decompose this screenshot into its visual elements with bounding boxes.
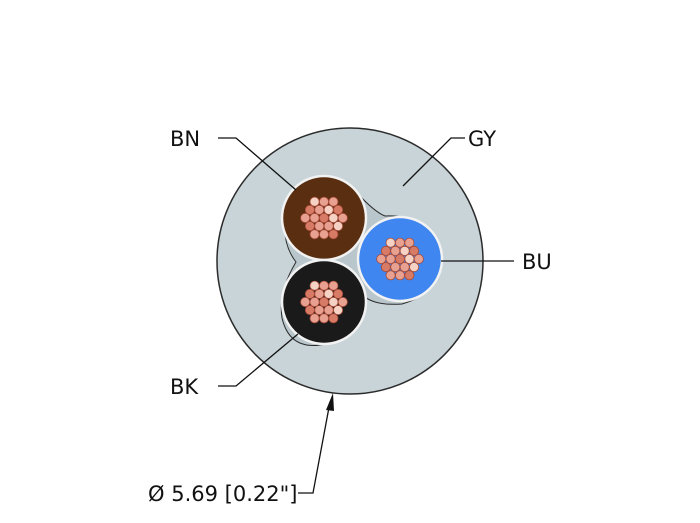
conductor-strand bbox=[333, 204, 344, 215]
conductor-strand bbox=[380, 262, 391, 273]
conductor-strand bbox=[333, 288, 344, 299]
conductor-strand bbox=[409, 262, 420, 273]
conductor-strand bbox=[304, 221, 315, 232]
conductor-strand bbox=[337, 296, 348, 307]
conductor-strand bbox=[323, 204, 334, 215]
label-diameter: Ø 5.69 [0.22"] bbox=[148, 482, 297, 506]
conductor-strand bbox=[328, 229, 339, 240]
conductor-strand bbox=[328, 196, 339, 207]
conductor-strand bbox=[380, 245, 391, 256]
conductor-strand bbox=[314, 221, 325, 232]
conductor-strand bbox=[385, 253, 396, 264]
label-bu: BU bbox=[522, 250, 552, 274]
conductor-strand bbox=[328, 280, 339, 291]
conductor-strand bbox=[385, 270, 396, 281]
label-bk: BK bbox=[170, 375, 199, 399]
conductor-strand bbox=[309, 296, 320, 307]
conductor-strand bbox=[318, 229, 329, 240]
conductor-strand bbox=[404, 237, 415, 248]
conductor-strand bbox=[309, 212, 320, 223]
core-blue-strands bbox=[376, 237, 424, 281]
leader-line-diameter bbox=[298, 401, 331, 494]
conductor-strand bbox=[304, 204, 315, 215]
conductor-strand bbox=[394, 270, 405, 281]
label-bn: BN bbox=[170, 127, 200, 151]
conductor-strand bbox=[399, 245, 410, 256]
conductor-strand bbox=[337, 212, 348, 223]
conductor-strand bbox=[390, 262, 401, 273]
conductor-strand bbox=[333, 221, 344, 232]
conductor-strand bbox=[314, 305, 325, 316]
core-black-strands bbox=[300, 280, 348, 324]
core-brown-strands bbox=[300, 196, 348, 240]
conductor-strand bbox=[385, 237, 396, 248]
conductor-strand bbox=[404, 253, 415, 264]
conductor-strand bbox=[323, 221, 334, 232]
conductor-strand bbox=[318, 313, 329, 324]
conductor-strand bbox=[328, 212, 339, 223]
conductor-strand bbox=[309, 313, 320, 324]
diameter-arrowhead bbox=[326, 393, 334, 411]
conductor-strand bbox=[318, 212, 329, 223]
core-black bbox=[280, 258, 368, 346]
conductor-strand bbox=[300, 212, 311, 223]
core-blue bbox=[356, 215, 444, 303]
label-gy: GY bbox=[468, 127, 496, 151]
core-brown bbox=[280, 174, 368, 262]
conductor-strand bbox=[413, 253, 424, 264]
conductor-strand bbox=[333, 305, 344, 316]
conductor-strand bbox=[394, 253, 405, 264]
conductor-strand bbox=[376, 253, 387, 264]
conductor-strand bbox=[314, 288, 325, 299]
leader-line-bn bbox=[218, 137, 297, 191]
conductor-strand bbox=[323, 305, 334, 316]
conductor-strand bbox=[399, 262, 410, 273]
conductor-strand bbox=[323, 288, 334, 299]
conductor-strand bbox=[314, 204, 325, 215]
conductor-strand bbox=[318, 280, 329, 291]
conductor-strand bbox=[309, 196, 320, 207]
conductor-strand bbox=[318, 196, 329, 207]
leader-line-bk bbox=[218, 333, 299, 387]
conductor-strand bbox=[390, 245, 401, 256]
conductor-strand bbox=[318, 296, 329, 307]
conductor-strand bbox=[404, 270, 415, 281]
conductor-strand bbox=[394, 237, 405, 248]
conductor-strand bbox=[304, 288, 315, 299]
leader-line-gy bbox=[402, 137, 465, 187]
conductor-strand bbox=[300, 296, 311, 307]
conductor-strand bbox=[409, 245, 420, 256]
conductor-strand bbox=[328, 313, 339, 324]
conductor-strand bbox=[304, 305, 315, 316]
conductor-strand bbox=[309, 280, 320, 291]
conductor-strand bbox=[328, 296, 339, 307]
conductor-strand bbox=[309, 229, 320, 240]
